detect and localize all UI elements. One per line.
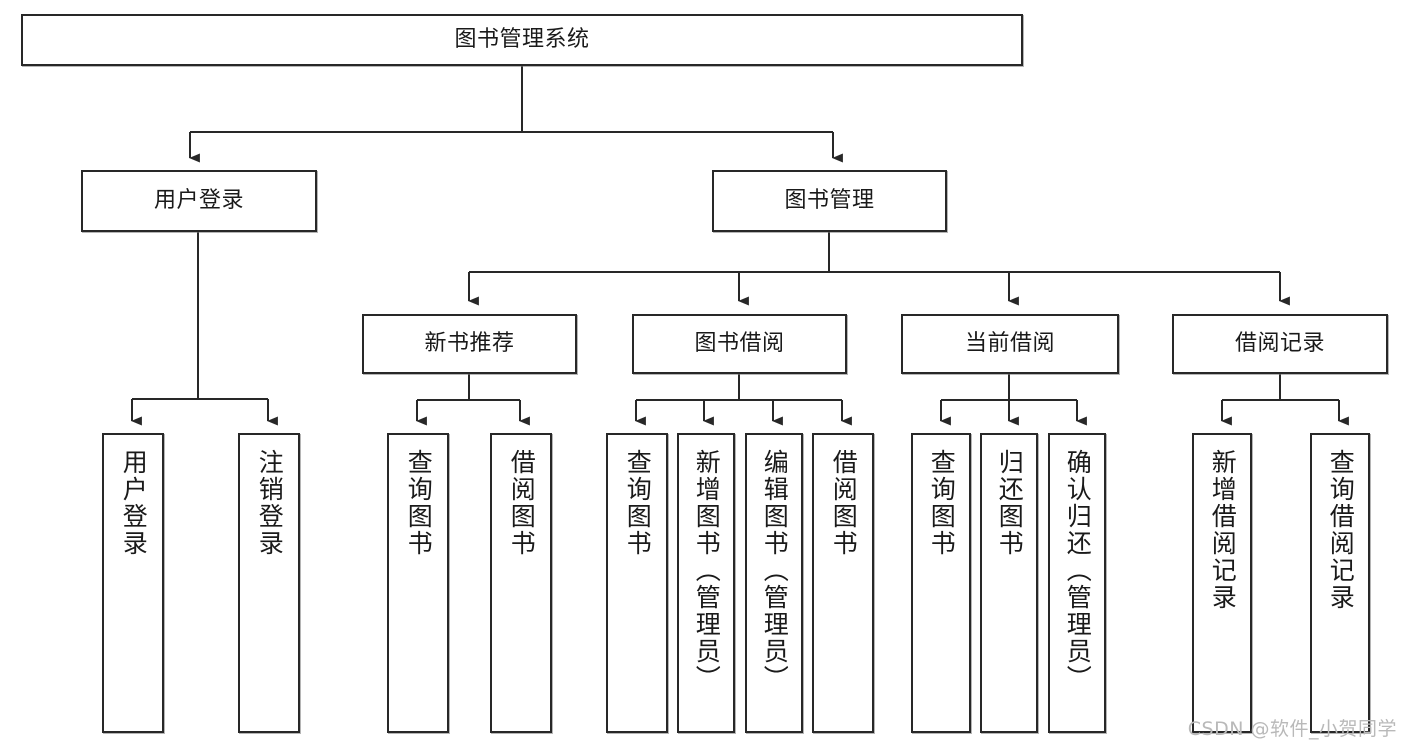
node-label: 注销登录 [255, 449, 285, 557]
node-label: 查询图书 [404, 449, 434, 557]
leaf-current-return-book[interactable]: 归还图书 [980, 433, 1038, 733]
leaf-record-add-borrow-record[interactable]: 新增借阅记录 [1192, 433, 1252, 733]
node-new-book-recommend[interactable]: 新书推荐 [362, 314, 577, 374]
watermark-text: CSDN @软件_小贺同学 [1187, 718, 1397, 740]
node-label: 图书管理 [784, 188, 875, 214]
node-label: 查询图书 [927, 449, 957, 557]
node-label: 确认归还（管理员） [1063, 449, 1093, 692]
node-label: 借阅图书 [829, 449, 859, 557]
node-user-login[interactable]: 用户登录 [81, 170, 317, 232]
node-label: 图书管理系统 [454, 27, 590, 53]
leaf-borrow-add-book-admin[interactable]: 新增图书（管理员） [677, 433, 735, 733]
node-label: 新增图书（管理员） [692, 449, 722, 692]
node-label: 借阅图书 [507, 449, 537, 557]
leaf-borrow-edit-book-admin[interactable]: 编辑图书（管理员） [745, 433, 803, 733]
node-book-management[interactable]: 图书管理 [712, 170, 947, 232]
leaf-recommend-query-book[interactable]: 查询图书 [387, 433, 449, 733]
node-label: 用户登录 [153, 188, 244, 214]
leaf-user-login-login[interactable]: 用户登录 [102, 433, 164, 733]
leaf-record-query-borrow-record[interactable]: 查询借阅记录 [1310, 433, 1370, 733]
leaf-current-confirm-return-admin[interactable]: 确认归还（管理员） [1048, 433, 1106, 733]
node-label: 编辑图书（管理员） [760, 449, 790, 692]
node-label: 新书推荐 [424, 331, 515, 357]
leaf-recommend-borrow-book[interactable]: 借阅图书 [490, 433, 552, 733]
node-root-book-management-system[interactable]: 图书管理系统 [21, 14, 1023, 66]
leaf-current-query-book[interactable]: 查询图书 [911, 433, 971, 733]
node-label: 查询图书 [623, 449, 653, 557]
node-label: 查询借阅记录 [1326, 449, 1356, 611]
leaf-user-login-logout[interactable]: 注销登录 [238, 433, 300, 733]
node-label: 当前借阅 [964, 331, 1055, 357]
node-borrow-record[interactable]: 借阅记录 [1172, 314, 1388, 374]
leaf-borrow-query-book[interactable]: 查询图书 [606, 433, 668, 733]
node-label: 新增借阅记录 [1208, 449, 1238, 611]
node-current-borrow[interactable]: 当前借阅 [901, 314, 1119, 374]
node-book-borrow[interactable]: 图书借阅 [632, 314, 847, 374]
node-label: 图书借阅 [694, 331, 785, 357]
node-label: 用户登录 [119, 449, 149, 557]
leaf-borrow-borrow-book[interactable]: 借阅图书 [812, 433, 874, 733]
node-label: 借阅记录 [1234, 331, 1325, 357]
node-label: 归还图书 [995, 449, 1025, 557]
